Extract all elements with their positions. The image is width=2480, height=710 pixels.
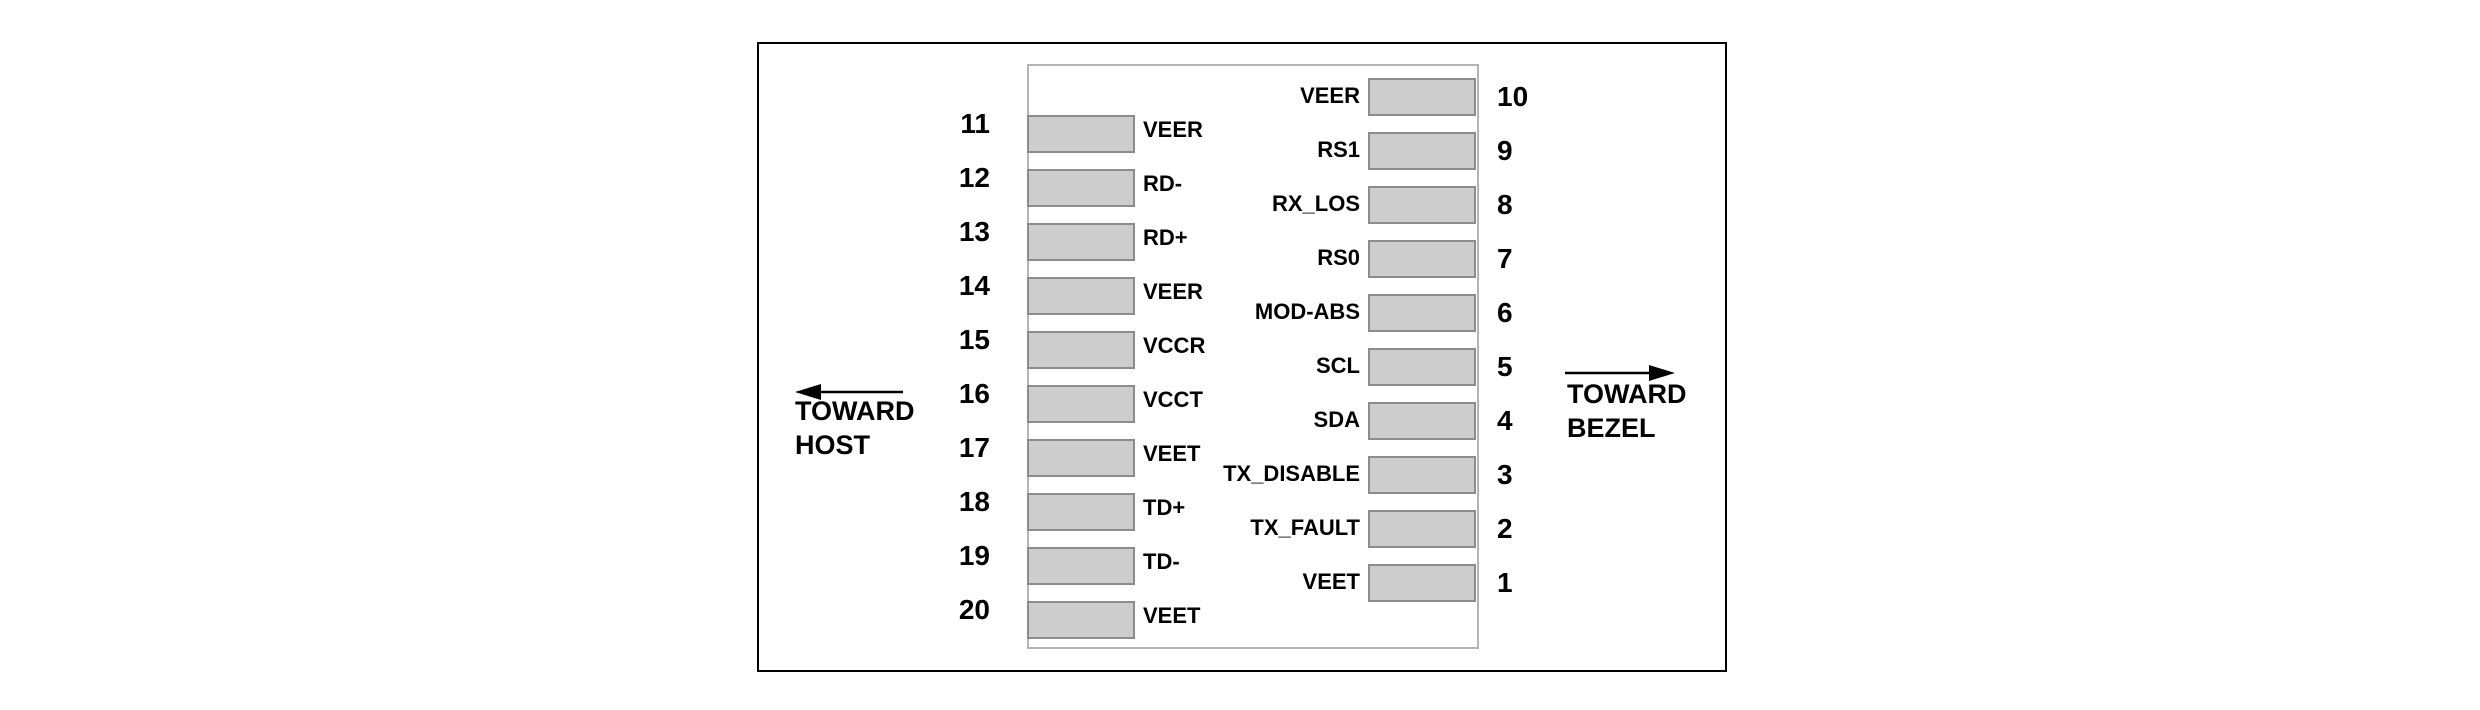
pad-right [1368, 402, 1476, 440]
pin-label: RD+ [1143, 225, 1188, 250]
arrow-right-icon [1565, 365, 1675, 381]
toward-bezel-label: TOWARD BEZEL [1567, 377, 1687, 445]
pad-right [1368, 78, 1476, 116]
pad-left [1027, 115, 1135, 153]
pin-label: VCCT [1143, 387, 1203, 412]
pad-left [1027, 601, 1135, 639]
pad-right [1368, 294, 1476, 332]
pin-number: 20 [958, 594, 990, 625]
pin-label: VEET [1143, 441, 1201, 466]
pin-label: SCL [1316, 353, 1360, 378]
pad-left [1027, 493, 1135, 531]
pad-left [1027, 169, 1135, 207]
pin-number: 15 [958, 324, 990, 355]
pin-label: VEER [1300, 83, 1360, 108]
toward-bezel-line1: TOWARD [1567, 379, 1687, 409]
pin-label: TX_FAULT [1250, 515, 1360, 540]
pin-number: 11 [960, 108, 990, 139]
pad-left [1027, 385, 1135, 423]
arrow-left-icon [795, 384, 903, 400]
pad-left [1027, 277, 1135, 315]
pin-number: 1 [1497, 567, 1513, 598]
pad-right [1368, 510, 1476, 548]
pin-number: 8 [1497, 189, 1513, 220]
pad-right [1368, 186, 1476, 224]
pin-number: 3 [1497, 459, 1513, 490]
pin-number: 6 [1497, 297, 1513, 328]
pin-label: MOD-ABS [1254, 299, 1360, 324]
pin-number: 7 [1497, 243, 1513, 274]
pin-label: RS1 [1317, 137, 1360, 162]
pin-label: SDA [1313, 407, 1360, 432]
pin-label: RS0 [1317, 245, 1360, 270]
pin-number: 13 [958, 216, 990, 247]
pin-number: 16 [958, 378, 990, 409]
toward-host-line1: TOWARD [795, 396, 915, 426]
pin-number: 18 [958, 486, 990, 517]
pin-label: RX_LOS [1271, 191, 1360, 216]
pin-number: 14 [958, 270, 990, 301]
pad-right [1368, 564, 1476, 602]
pin-number: 10 [1497, 81, 1529, 112]
toward-host-label: TOWARD HOST [795, 394, 915, 462]
diagram-frame [757, 42, 1727, 672]
pin-label: TD- [1143, 549, 1180, 574]
pin-number: 5 [1497, 351, 1513, 382]
pad-left [1027, 547, 1135, 585]
pin-number: 2 [1497, 513, 1513, 544]
pin-number: 12 [958, 162, 990, 193]
pin-label: VEER [1143, 117, 1203, 142]
toward-bezel-line2: BEZEL [1567, 413, 1656, 443]
pad-right [1368, 348, 1476, 386]
pin-number: 19 [958, 540, 990, 571]
pin-label: TX_DISABLE [1223, 461, 1360, 486]
pad-left [1027, 223, 1135, 261]
pad-right [1368, 456, 1476, 494]
pad-left [1027, 439, 1135, 477]
pin-number: 4 [1497, 405, 1513, 436]
pin-label: RD- [1143, 171, 1183, 196]
pin-number: 9 [1497, 135, 1513, 166]
pad-right [1368, 240, 1476, 278]
pin-number: 17 [958, 432, 990, 463]
toward-host-line2: HOST [795, 430, 871, 460]
pin-label: VEET [1143, 603, 1201, 628]
pin-label: VEER [1143, 279, 1203, 304]
pad-left [1027, 331, 1135, 369]
pin-label: TD+ [1143, 495, 1186, 520]
pad-right [1368, 132, 1476, 170]
pin-label: VCCR [1143, 333, 1206, 358]
pin-label: VEET [1302, 569, 1360, 594]
